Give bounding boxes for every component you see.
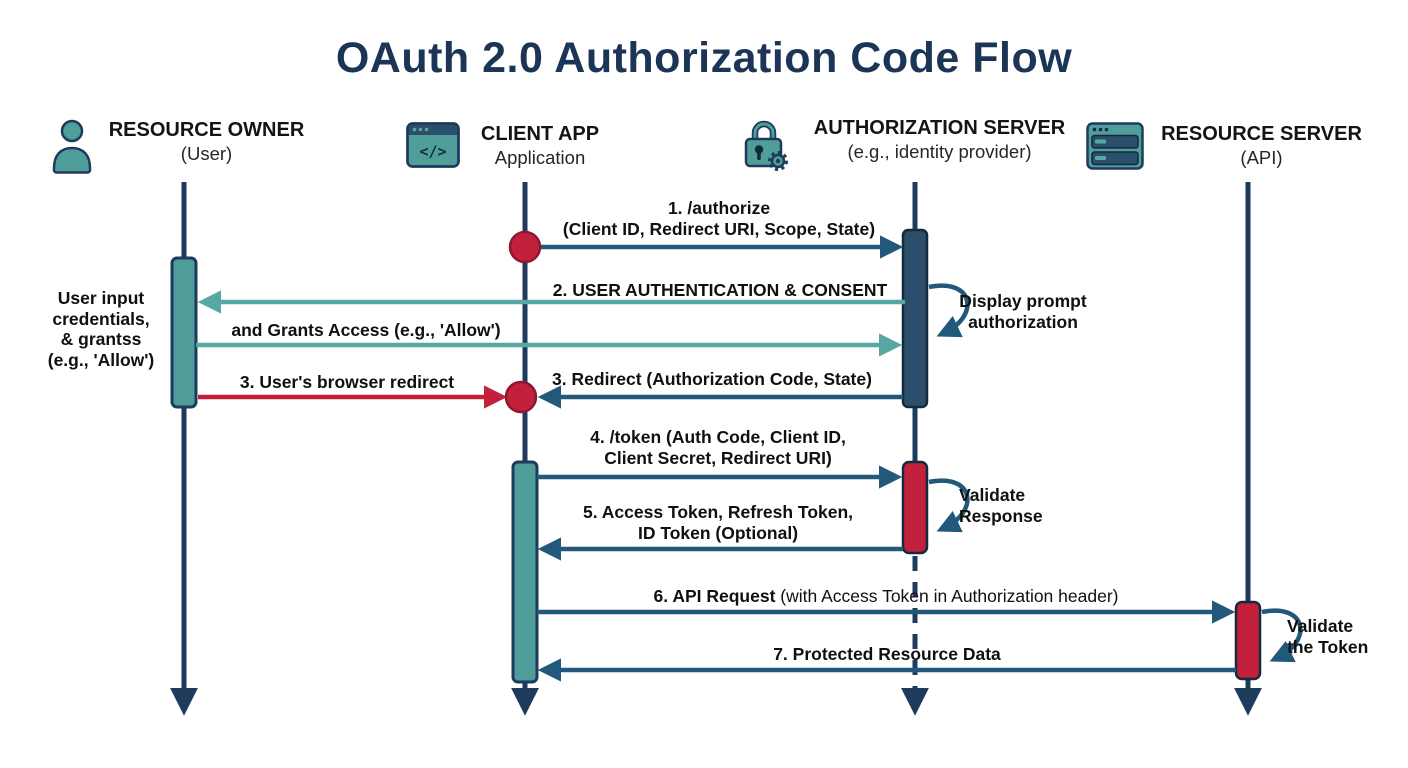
note-user-input: User input credentials, & grantss (e.g.,… [47,288,155,370]
activation-bar-resource-server [1234,600,1262,681]
activation-bar-client-app [511,460,539,684]
actor-client-app: </> CLIENT APP Application [406,122,610,169]
message-label-step7: 7. Protected Resource Data [773,644,1001,664]
actor-name: RESOURCE SERVER [1161,123,1362,145]
actor-authorization-server: AUTHORIZATION SERVER (e.g., identity pro… [740,116,1077,174]
server-icon [1086,122,1144,170]
actor-subtitle: Application [494,147,586,168]
lock-gear-icon [744,120,788,171]
code-window-icon: </> [406,122,460,168]
message-label-step6: 6. API Request (with Access Token in Aut… [654,586,1119,607]
note-validate-response: Validate Response [959,485,1043,526]
self-loop-validate-response [928,478,970,533]
endpoint-circle-step1 [508,230,542,264]
message-label-grants-access: and Grants Access (e.g., 'Allow') [231,320,501,340]
message-label-step5: 5. Access Token, Refresh Token, ID Token… [582,502,854,543]
page-title: OAuth 2.0 Authorization Code Flow [335,34,1073,82]
self-loop-display-prompt [928,283,970,338]
user-icon [52,119,92,174]
actor-name: RESOURCE OWNER [108,119,305,141]
actor-subtitle: (User) [180,143,233,164]
note-display-prompt: Display prompt authorization [959,291,1087,332]
actor-name: AUTHORIZATION SERVER [813,117,1066,139]
actor-subtitle: (API) [1240,147,1283,168]
activation-bar-auth-server-top [901,228,929,409]
message-label-step2: 2. USER AUTHENTICATION & CONSENT [552,280,888,300]
endpoint-circle-step3 [504,380,538,414]
message-label-step6-rest: (with Access Token in Authorization head… [775,586,1119,606]
actor-name: CLIENT APP [480,123,600,145]
message-label-step6-bold: 6. API Request [653,586,776,606]
code-glyph: </> [419,143,446,161]
actor-resource-server: RESOURCE SERVER (API) [1086,122,1369,170]
actor-resource-owner: RESOURCE OWNER (User) [50,118,309,174]
message-label-step4: 4. /token (Auth Code, Client ID, Client … [590,427,846,468]
actor-subtitle: (e.g., identity provider) [847,141,1032,162]
message-label-redirect-code: 3. Redirect (Authorization Code, State) [552,369,872,389]
message-label-browser-redirect: 3. User's browser redirect [239,372,455,392]
activation-bar-auth-server-token [901,460,929,555]
self-loop-validate-token [1261,608,1303,663]
message-label-step1: 1. /authorize (Client ID, Redirect URI, … [562,198,876,239]
note-validate-token: Validate the Token [1287,616,1369,657]
activation-bar-resource-owner [170,256,198,409]
